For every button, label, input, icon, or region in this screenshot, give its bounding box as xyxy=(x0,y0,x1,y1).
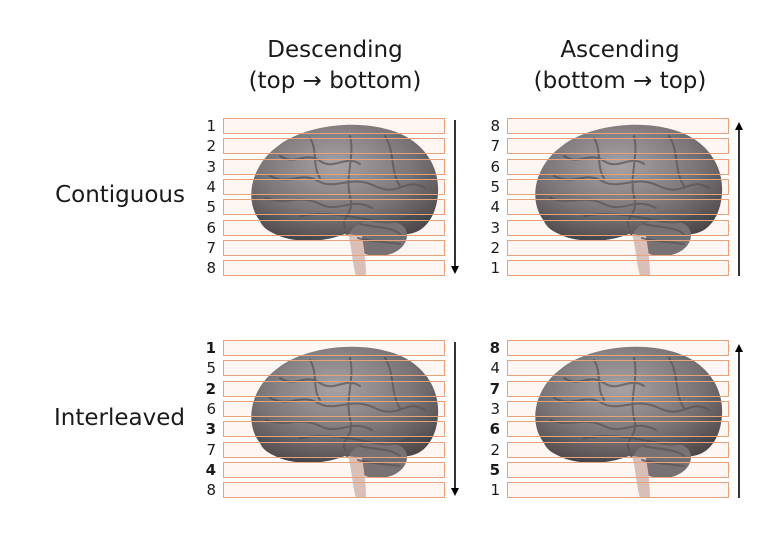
slice-label: 3 xyxy=(490,218,500,237)
slice-box xyxy=(507,461,729,478)
slice-box xyxy=(223,138,445,155)
slice-label: 2 xyxy=(490,440,500,459)
slice-box xyxy=(507,380,729,397)
arrow-up-icon xyxy=(735,122,743,276)
arrow-down-icon xyxy=(451,120,459,274)
column-header-descending: Descending (top → bottom) xyxy=(235,35,435,97)
slice-label: 7 xyxy=(490,137,500,156)
slice-box xyxy=(223,461,445,478)
slice-box xyxy=(223,199,445,216)
row-label-contiguous: Contiguous xyxy=(55,182,185,208)
slice-box xyxy=(223,219,445,236)
slice-box xyxy=(507,118,729,134)
slice-box xyxy=(223,421,445,438)
slice-label: 7 xyxy=(206,440,216,459)
slice-label: 1 xyxy=(490,259,500,278)
slice-label: 2 xyxy=(205,379,216,398)
slice-label: 1 xyxy=(206,117,216,135)
slice-label: 4 xyxy=(490,359,500,378)
slice-label: 5 xyxy=(206,198,216,217)
column-subtitle: (bottom → top) xyxy=(533,68,707,94)
slice-label: 2 xyxy=(490,238,500,257)
column-header-ascending: Ascending (bottom → top) xyxy=(520,35,720,97)
slice-label: 6 xyxy=(206,218,216,237)
slice-label: 4 xyxy=(206,177,216,196)
slice-box xyxy=(223,441,445,458)
slice-label: 8 xyxy=(206,481,216,500)
slice-label: 8 xyxy=(489,339,500,357)
slice-box xyxy=(507,441,729,458)
slice-box xyxy=(507,199,729,216)
slice-box xyxy=(507,260,729,277)
slice-label: 8 xyxy=(490,117,500,135)
slice-label: 8 xyxy=(206,259,216,278)
slice-box xyxy=(507,178,729,195)
slice-box xyxy=(507,360,729,377)
slice-label: 4 xyxy=(205,460,216,479)
slice-box xyxy=(507,138,729,155)
slice-label: 7 xyxy=(489,379,500,398)
slice-box xyxy=(507,239,729,256)
slice-label: 6 xyxy=(206,399,216,418)
slice-box xyxy=(507,400,729,417)
slice-label: 5 xyxy=(490,177,500,196)
slice-box xyxy=(507,219,729,236)
slice-label: 3 xyxy=(206,157,216,176)
slice-box xyxy=(223,118,445,134)
slice-box xyxy=(223,340,445,356)
slice-box xyxy=(223,260,445,277)
slice-box xyxy=(223,380,445,397)
column-subtitle: (top → bottom) xyxy=(248,68,422,94)
slice-label: 6 xyxy=(490,157,500,176)
slice-label: 1 xyxy=(205,339,216,357)
column-title: Descending xyxy=(267,37,403,63)
slice-box xyxy=(507,482,729,499)
slice-box xyxy=(507,340,729,356)
slice-box xyxy=(223,360,445,377)
arrow-down-icon xyxy=(451,342,459,496)
slice-box xyxy=(223,178,445,195)
slice-box xyxy=(223,482,445,499)
slice-label: 5 xyxy=(206,359,216,378)
slice-label: 3 xyxy=(205,420,216,439)
slice-box xyxy=(223,400,445,417)
slice-label: 2 xyxy=(206,137,216,156)
slice-label: 5 xyxy=(489,460,500,479)
slice-label: 7 xyxy=(206,238,216,257)
column-title: Ascending xyxy=(560,37,680,63)
slice-label: 3 xyxy=(490,399,500,418)
row-label-interleaved: Interleaved xyxy=(54,405,185,431)
slice-label: 6 xyxy=(489,420,500,439)
slice-label: 4 xyxy=(490,198,500,217)
slice-label: 1 xyxy=(490,481,500,500)
slice-box xyxy=(223,158,445,175)
slice-box xyxy=(507,158,729,175)
slice-box xyxy=(507,421,729,438)
arrow-up-icon xyxy=(735,344,743,498)
slice-box xyxy=(223,239,445,256)
